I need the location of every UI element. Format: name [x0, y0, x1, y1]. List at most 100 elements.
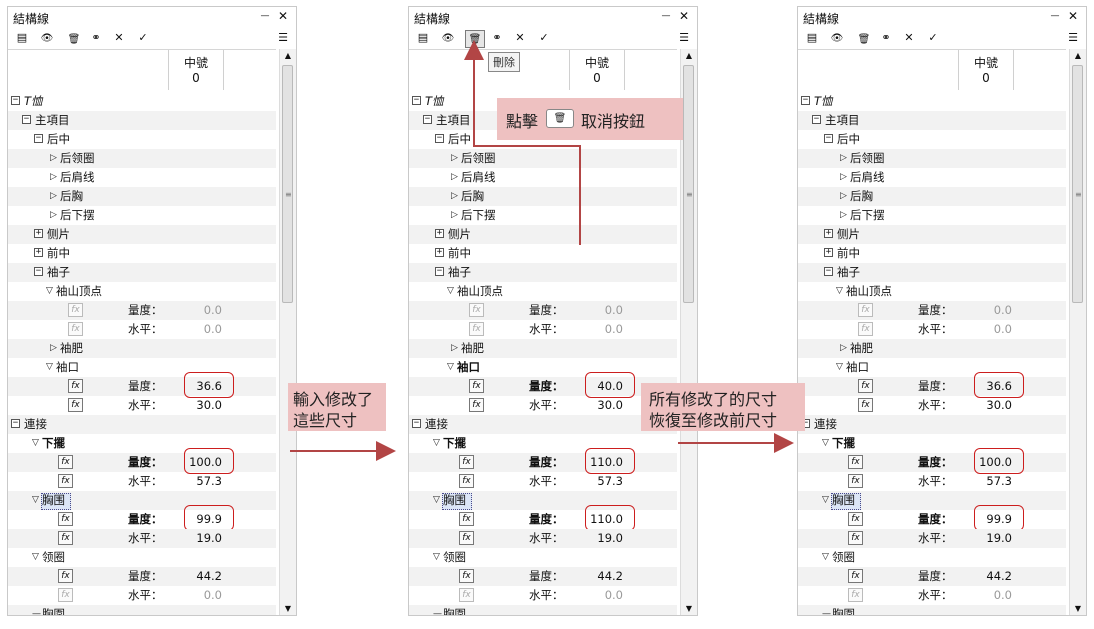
tree-row[interactable]: ▽袖口	[8, 358, 276, 377]
tree-row[interactable]: ▽袖山顶点	[409, 282, 677, 301]
collapse-icon[interactable]: −	[435, 266, 444, 276]
scroll-down-icon[interactable]: ▼	[1074, 604, 1082, 613]
chevron-down-icon[interactable]: ▽	[433, 552, 440, 562]
formula-icon[interactable]: fx	[848, 588, 863, 602]
neck-horizontal-value[interactable]: 0.0	[993, 588, 1012, 602]
chevron-right-icon[interactable]: —	[822, 609, 831, 616]
vertical-scrollbar[interactable]: ▲≡▼	[680, 49, 697, 615]
chevron-right-icon[interactable]: ▷	[840, 153, 847, 163]
formula-icon[interactable]: fx	[459, 588, 474, 602]
scroll-thumb[interactable]: ≡	[282, 65, 293, 303]
chevron-down-icon[interactable]: ▽	[822, 438, 829, 448]
tree-row[interactable]: −袖子	[409, 263, 677, 282]
tree-row[interactable]: +前中	[409, 244, 677, 263]
tree-row[interactable]: −后中	[798, 130, 1066, 149]
minimize-icon[interactable]: —	[1050, 11, 1060, 21]
hem-horizontal-value[interactable]: 57.3	[597, 474, 623, 488]
scroll-thumb[interactable]: ≡	[1072, 65, 1083, 303]
scroll-up-icon[interactable]: ▲	[1074, 51, 1082, 60]
hem-measure-value[interactable]: 100.0	[979, 455, 1012, 469]
chevron-right-icon[interactable]: ▷	[840, 172, 847, 182]
chevron-down-icon[interactable]: ▽	[822, 495, 829, 505]
tree-row[interactable]: ▽领圈	[798, 548, 1066, 567]
panel-menu-button[interactable]: ☰	[1064, 30, 1082, 46]
chevron-right-icon[interactable]: ▷	[840, 210, 847, 220]
cap-top-horizontal-value[interactable]: 0.0	[993, 322, 1012, 336]
formula-icon[interactable]: fx	[848, 455, 863, 469]
panel-menu-button[interactable]: ☰	[274, 30, 292, 46]
chevron-down-icon[interactable]: ▽	[447, 286, 454, 296]
neck-horizontal-value[interactable]: 0.0	[604, 588, 623, 602]
confirm-button[interactable]: ✓	[925, 30, 941, 46]
tree-row[interactable]: −后中	[8, 130, 276, 149]
chevron-down-icon[interactable]: ▽	[433, 438, 440, 448]
chevron-down-icon[interactable]: ▽	[46, 286, 53, 296]
panel-menu-button[interactable]: ☰	[675, 30, 693, 46]
formula-icon[interactable]: fx	[459, 569, 474, 583]
tree-row[interactable]: ▷后下摆	[8, 206, 276, 225]
chevron-right-icon[interactable]: ▷	[50, 343, 57, 353]
tree-row[interactable]: ▽下擺	[8, 434, 276, 453]
chevron-right-icon[interactable]: —	[32, 609, 41, 616]
chevron-down-icon[interactable]: ▽	[836, 286, 843, 296]
chevron-right-icon[interactable]: ▷	[451, 153, 458, 163]
tree-row[interactable]: −袖子	[8, 263, 276, 282]
formula-icon[interactable]: fx	[848, 512, 863, 526]
tree-row[interactable]: —胸圍	[798, 605, 1066, 616]
neck-measure-value[interactable]: 44.2	[986, 569, 1012, 583]
formula-icon[interactable]: fx	[848, 531, 863, 545]
chevron-right-icon[interactable]: ▷	[451, 191, 458, 201]
tree-row[interactable]: ▷后胸	[798, 187, 1066, 206]
chevron-down-icon[interactable]: ▽	[46, 362, 53, 372]
expand-icon[interactable]: +	[824, 228, 833, 238]
chevron-down-icon[interactable]: ▽	[32, 552, 39, 562]
chevron-right-icon[interactable]: ▷	[50, 191, 57, 201]
cuff-measure-value[interactable]: 36.6	[986, 379, 1012, 393]
tree-row[interactable]: ▽下擺	[409, 434, 677, 453]
visibility-button[interactable]: 👁	[826, 30, 848, 46]
tree-row[interactable]: ▷袖肥	[8, 339, 276, 358]
tree-row[interactable]: ▷后胸	[409, 187, 677, 206]
tree-row[interactable]: −后中	[409, 130, 677, 149]
chevron-right-icon[interactable]: ▷	[50, 153, 57, 163]
chevron-down-icon[interactable]: ▽	[32, 438, 39, 448]
link-button[interactable]: ⚭	[86, 30, 106, 46]
tree-row[interactable]: ▷后肩线	[798, 168, 1066, 187]
cuff-horizontal-value[interactable]: 30.0	[986, 398, 1012, 412]
formula-icon[interactable]: fx	[858, 322, 873, 336]
tree-row[interactable]: −連接	[409, 415, 677, 434]
tree-row[interactable]: —胸圍	[8, 605, 276, 616]
formula-icon[interactable]: fx	[68, 398, 83, 412]
formula-icon[interactable]: fx	[58, 474, 73, 488]
collapse-icon[interactable]: −	[801, 95, 810, 105]
scroll-down-icon[interactable]: ▼	[284, 604, 292, 613]
tree-row[interactable]: ▷后胸	[8, 187, 276, 206]
cap-top-measure-value[interactable]: 0.0	[993, 303, 1012, 317]
confirm-button[interactable]: ✓	[135, 30, 151, 46]
view-list-button[interactable]: ▤	[803, 30, 821, 46]
formula-icon[interactable]: fx	[469, 379, 484, 393]
formula-icon[interactable]: fx	[58, 569, 73, 583]
view-list-button[interactable]: ▤	[13, 30, 31, 46]
tree-row[interactable]: ▷后肩线	[8, 168, 276, 187]
tree-row[interactable]: +侧片	[8, 225, 276, 244]
tree-row[interactable]: +前中	[798, 244, 1066, 263]
confirm-button[interactable]: ✓	[536, 30, 552, 46]
tree-row[interactable]: ▷后下摆	[409, 206, 677, 225]
